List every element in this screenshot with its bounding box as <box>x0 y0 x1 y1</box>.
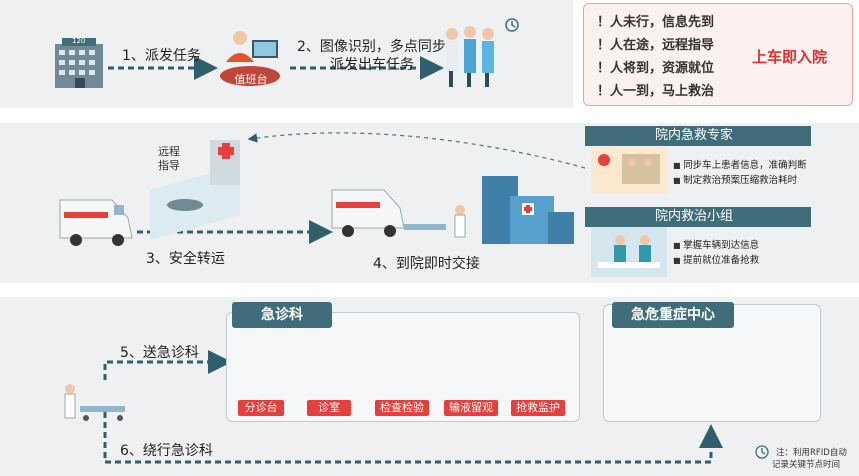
slogan-headline: 上车即入院 <box>752 48 828 66</box>
emergency-dept-title: 急诊科 <box>232 302 332 328</box>
step5-label: 5、送急诊科 <box>120 345 199 361</box>
dispatcher-icon <box>220 31 280 86</box>
rescue-team-header: 院内救治小组 <box>585 207 811 227</box>
rfid-note-line1: 注：利用RFID自动 <box>776 448 847 458</box>
rescue-team-image <box>591 227 667 277</box>
remote-guidance-icon <box>150 140 240 240</box>
step4-label: 4、到院即时交接 <box>373 256 480 272</box>
medical-team-icon <box>446 26 494 87</box>
station-infusion-observation: 输液留观 <box>444 400 498 416</box>
hospital-sign: 120 <box>72 37 86 45</box>
arrow-remote-link <box>247 132 586 169</box>
remote-guidance-label-line1: 远程 <box>158 145 180 158</box>
arrow-step6 <box>103 412 723 464</box>
arrow-step5 <box>103 350 232 380</box>
hospital-building-icon <box>482 176 574 244</box>
step2-label-line2: 派发出车任务 <box>330 57 414 73</box>
slogan-line-2: ！人在途，远程指导 <box>597 38 715 53</box>
rfid-note-line2: 记录关键节点时间 <box>772 460 841 470</box>
experts-header: 院内急救专家 <box>585 126 811 146</box>
experts-bullet-2: 制定救治预案压缩救治耗时 <box>673 172 797 186</box>
clock-icon-top <box>505 18 519 32</box>
patient-stretcher-icon <box>64 384 125 421</box>
step2-label-line1: 2、图像识别，多点同步 <box>297 39 446 55</box>
station-consult-room: 诊室 <box>307 400 351 416</box>
slogan-line-3: ！人将到，资源就位 <box>597 61 715 76</box>
experts-image <box>591 147 667 194</box>
slogan-line-4: ！人一到，马上救治 <box>597 84 715 99</box>
step6-label: 6、绕行急诊科 <box>120 443 213 459</box>
step3-label: 3、安全转运 <box>146 251 225 267</box>
remote-guidance-label-line2: 指导 <box>158 159 180 172</box>
slogan-line-1: ！人未行，信息先到 <box>597 15 715 30</box>
ambulance-icon-left <box>59 199 133 246</box>
ambulance-icon-middle <box>331 189 466 238</box>
duty-desk-label: 值班台 <box>234 73 268 86</box>
step1-label: 1、派发任务 <box>122 48 201 64</box>
team-bullet-1: 掌握车辆到达信息 <box>673 237 759 251</box>
slogan-box <box>583 3 853 106</box>
hospital-120-icon <box>55 38 103 88</box>
critical-center-title: 急危重症中心 <box>612 302 734 328</box>
station-resuscitation: 抢救监护 <box>511 400 565 416</box>
station-triage: 分诊台 <box>238 400 284 416</box>
station-examination: 检查检验 <box>375 400 429 416</box>
experts-bullet-1: 同步车上患者信息，准确判断 <box>673 157 807 171</box>
team-bullet-2: 提前就位准备抢救 <box>673 252 759 266</box>
